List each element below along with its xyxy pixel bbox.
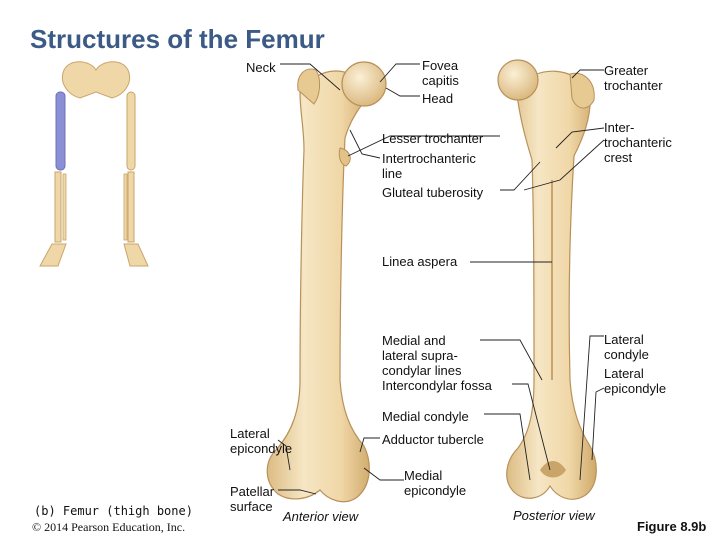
fibula-right-thumb xyxy=(123,173,128,241)
intercondylar-fossa-shape xyxy=(540,461,566,478)
leader-patellar xyxy=(278,489,317,495)
foot-left-thumb xyxy=(39,243,67,267)
skeleton-thumbnail xyxy=(39,61,149,267)
foot-right-thumb xyxy=(123,243,149,267)
lesser-trochanter-anterior xyxy=(338,147,351,167)
femur-highlight-left xyxy=(55,91,66,171)
leader-medial-condyle xyxy=(484,413,531,481)
greater-trochanter-posterior xyxy=(569,72,595,109)
femoral-head-anterior xyxy=(341,61,387,107)
leader-intertroch-crest-2 xyxy=(523,139,605,191)
leader-intertroch-line xyxy=(349,129,381,159)
femoral-head-posterior xyxy=(497,59,539,101)
label-fovea-capitis: Fovea capitis xyxy=(422,58,459,88)
label-intertrochanteric-crest: Inter- trochanteric crest xyxy=(604,120,672,165)
leader-intercondylar xyxy=(512,383,551,471)
leader-gluteal xyxy=(500,161,541,191)
label-gluteal-tuberosity: Gluteal tuberosity xyxy=(382,185,484,200)
leader-greater-trochanter xyxy=(571,69,604,79)
leader-head xyxy=(385,87,420,97)
label-neck: Neck xyxy=(246,60,276,75)
femur-anterior xyxy=(266,61,387,503)
label-lesser-trochanter: Lesser trochanter xyxy=(382,131,484,146)
leader-supracondylar xyxy=(480,339,543,381)
leader-lesser-trochanter xyxy=(347,135,500,157)
label-medial-epicondyle: Medial epicondyle xyxy=(404,468,467,498)
label-medial-condyle: Medial condyle xyxy=(382,409,469,424)
label-lateral-epicondyle-left: Lateral epicondyle xyxy=(230,426,293,456)
label-lateral-epicondyle-right: Lateral epicondyle xyxy=(604,366,667,396)
leader-lateral-epicondyle-left xyxy=(277,439,291,471)
leader-neck xyxy=(280,63,341,91)
label-supracondylar-lines: Medial and lateral supra- condylar lines xyxy=(382,333,462,378)
copyright-text: © 2014 Pearson Education, Inc. xyxy=(32,520,186,534)
label-intertrochanteric-line: Intertrochanteric line xyxy=(382,151,476,181)
leader-lateral-epicondyle-right xyxy=(591,387,605,461)
pelvis-shape xyxy=(62,61,130,99)
posterior-view-label: Posterior view xyxy=(513,508,595,523)
leader-lateral-condyle xyxy=(579,335,604,481)
label-adductor-tubercle: Adductor tubercle xyxy=(382,432,484,447)
label-greater-trochanter: Greater trochanter xyxy=(604,63,663,93)
leader-lines xyxy=(277,63,605,495)
leader-intertroch-crest-1 xyxy=(555,127,605,149)
label-patellar-surface: Patellar surface xyxy=(230,484,275,514)
leader-medial-epicondyle xyxy=(363,467,404,481)
femur-posterior xyxy=(497,59,597,500)
greater-trochanter-anterior xyxy=(297,68,321,105)
label-head: Head xyxy=(422,91,454,106)
leader-adductor xyxy=(359,437,380,453)
anterior-view-label: Anterior view xyxy=(283,509,359,524)
leader-fovea xyxy=(379,63,420,83)
page-title: Structures of the Femur xyxy=(30,24,325,54)
label-lateral-condyle: Lateral condyle xyxy=(604,332,649,362)
figure-number: Figure 8.9b xyxy=(637,519,707,534)
tibia-left-thumb xyxy=(54,171,62,243)
femur-right-thumb xyxy=(126,91,136,171)
label-intercondylar-fossa: Intercondylar fossa xyxy=(382,378,492,393)
tibia-right-thumb xyxy=(127,171,135,243)
fibula-left-thumb xyxy=(62,173,67,241)
figure-caption: (b) Femur (thigh bone) xyxy=(34,504,193,518)
label-linea-aspera: Linea aspera xyxy=(382,254,458,269)
